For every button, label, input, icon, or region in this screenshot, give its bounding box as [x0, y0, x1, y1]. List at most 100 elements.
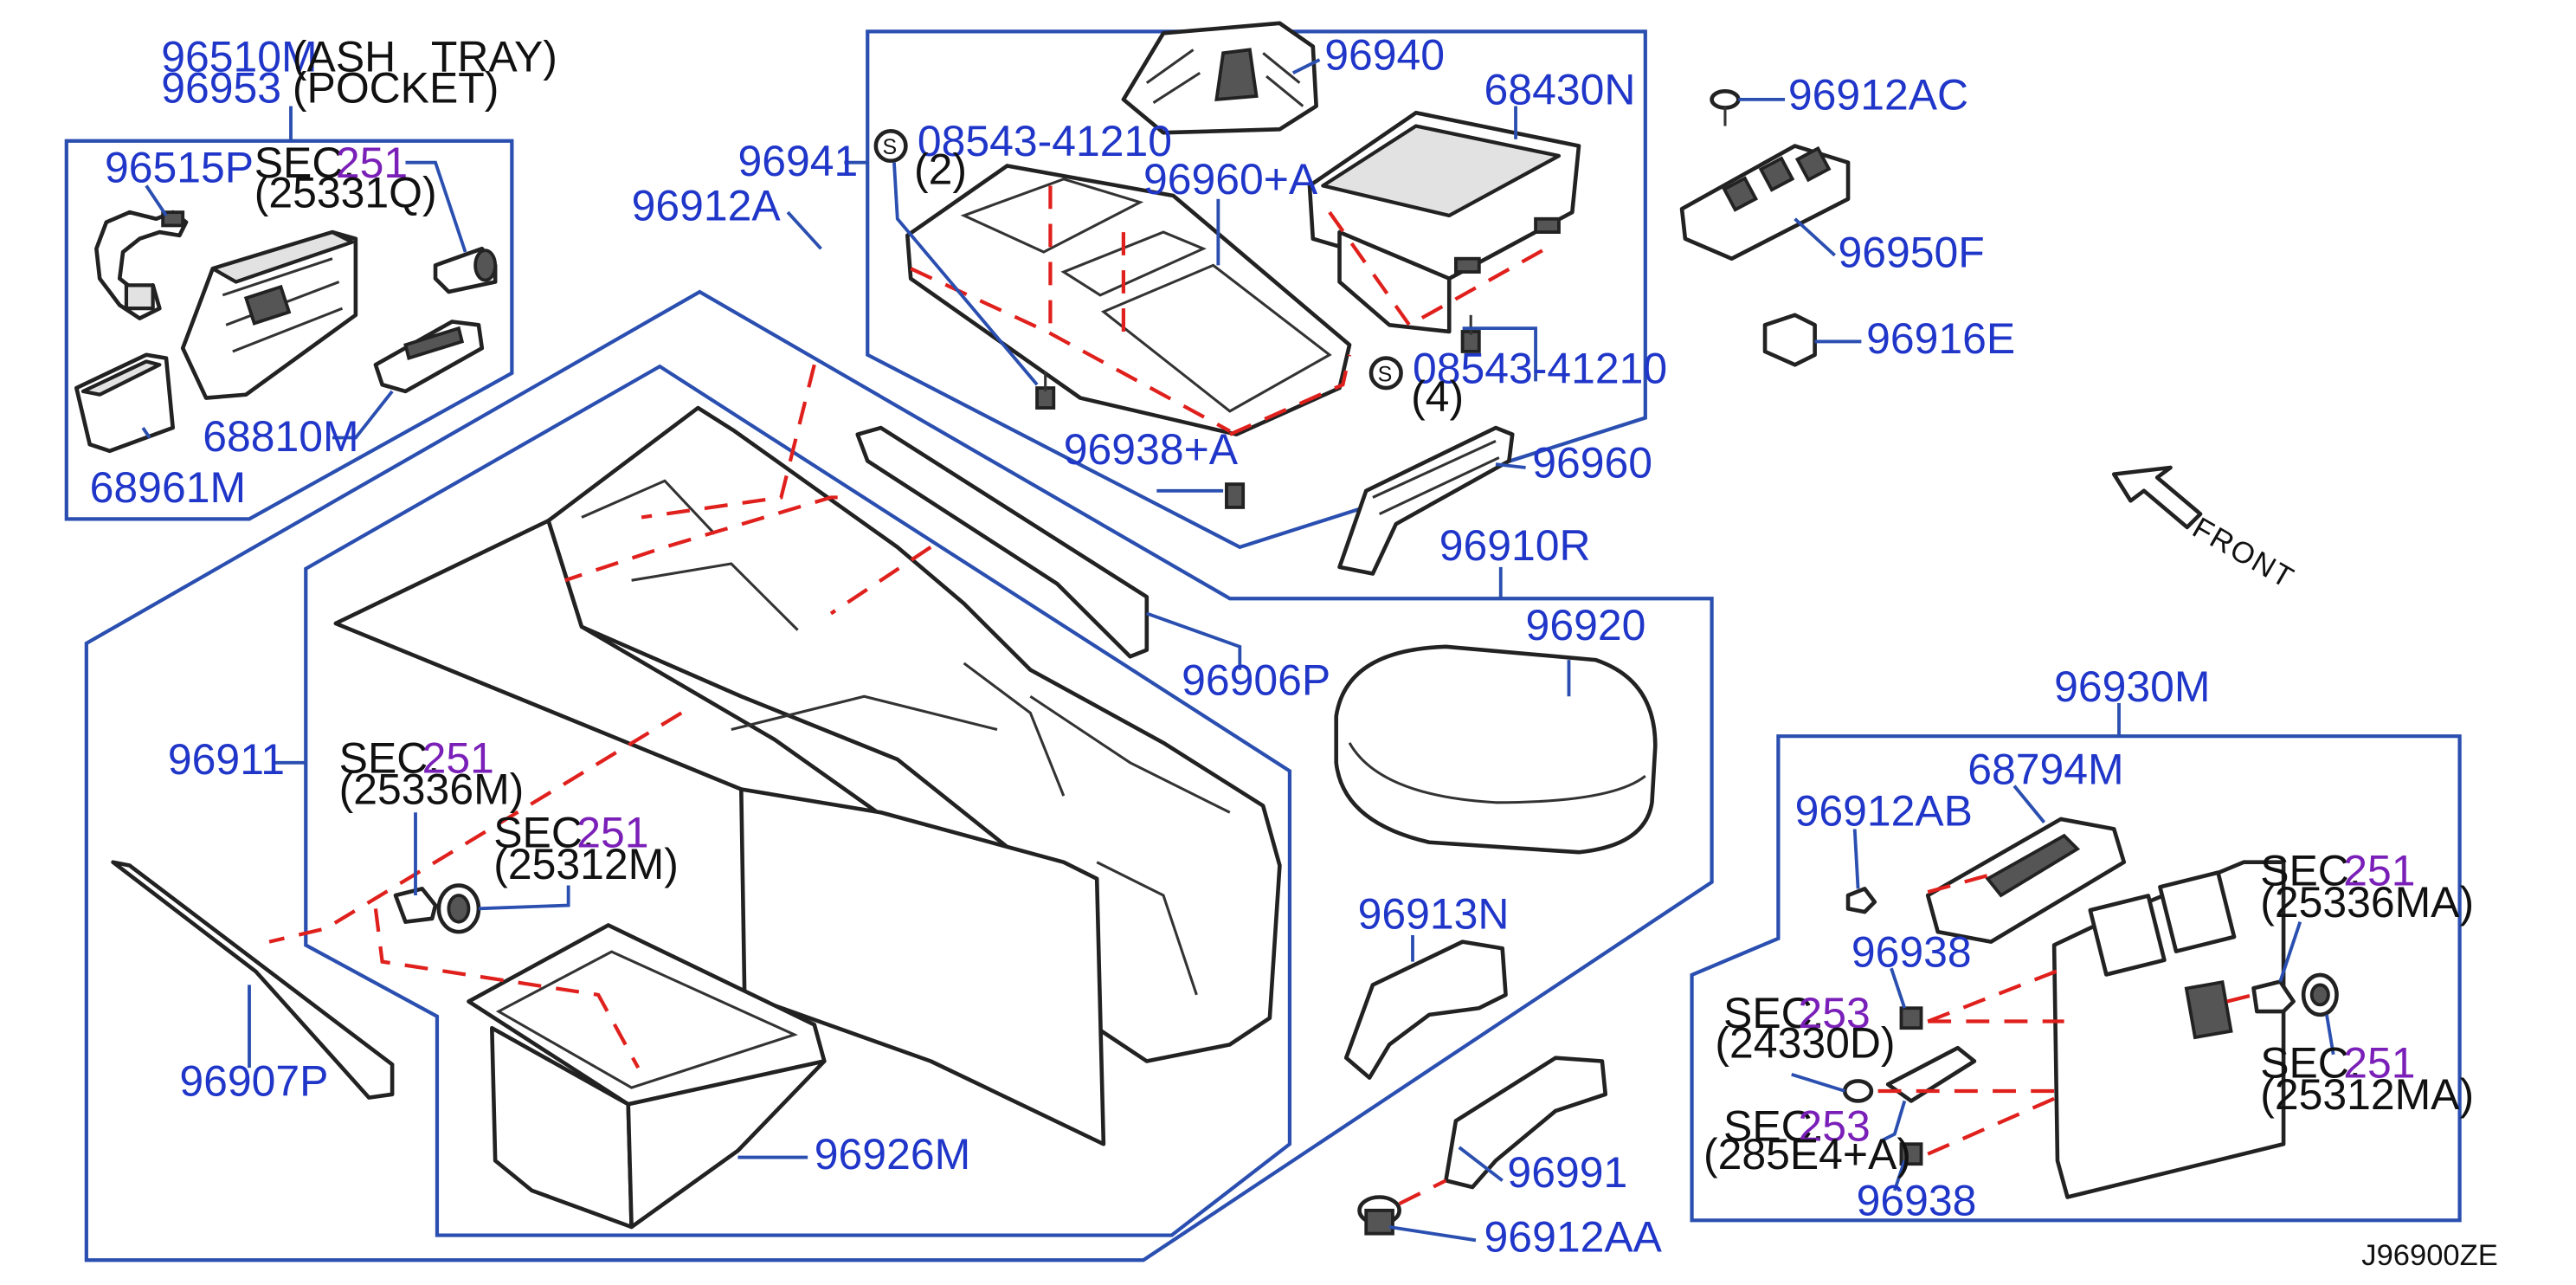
label-sec-d: SEC.: [1723, 989, 1825, 1037]
shift-panel-illustrations: [905, 21, 1581, 509]
clip-96916e: [1762, 313, 1817, 367]
clip-96938a: [1225, 482, 1246, 509]
ashtray-insert-68810m: [373, 320, 485, 394]
label-sec-c-ref: (25312M): [493, 840, 679, 888]
storage-bin-96926m: [467, 923, 827, 1230]
plug-24330d: [1842, 1079, 1874, 1103]
label-sec-d-num: 253: [1798, 989, 1870, 1037]
label-sec-b-num: 251: [422, 733, 494, 782]
label-96926m: 96926M: [815, 1130, 970, 1178]
label-sec-a-num: 251: [336, 139, 408, 187]
label-96920: 96920: [1526, 601, 1646, 649]
label-sec-d-ref: (24330D): [1715, 1019, 1895, 1068]
frame-rear-panel-group: [1690, 734, 2462, 1223]
label-sec-e-ref: (285E4+A): [1703, 1130, 1911, 1178]
label-96912ab: 96912AB: [1795, 787, 1973, 836]
label-96950f: 96950F: [1839, 228, 1985, 276]
side-trim-96907p: [111, 860, 395, 1100]
clip-96912ab: [1845, 887, 1877, 914]
label-sec-a: SEC.: [254, 139, 356, 187]
clip-96938-bottom: [1899, 1142, 1923, 1166]
socket-25312ma: [2301, 972, 2339, 1017]
label-sec-f: SEC.: [2260, 847, 2361, 895]
bracket-96913n: [1343, 940, 1508, 1080]
label-96953: 96953: [161, 64, 281, 113]
front-arrow-icon: [2111, 465, 2203, 530]
label-front: FRONT: [2187, 512, 2300, 596]
frame-console-outer: [84, 289, 1714, 1262]
leader-lines: [141, 58, 2335, 1243]
label-96910r: 96910R: [1439, 521, 1591, 570]
label-96912ac: 96912AC: [1788, 70, 1968, 119]
rear-panel-illustrations: [1842, 817, 2339, 1199]
s-badge-top: [873, 128, 908, 164]
label-08543-bottom: 08543-41210: [1413, 344, 1667, 392]
trim-strip-96906p: [855, 425, 1150, 659]
label-sec-g-num: 251: [2343, 1039, 2415, 1088]
label-96912aa: 96912AA: [1484, 1213, 1663, 1262]
bracket-96960: [1337, 425, 1515, 576]
label-qty-top: (2): [914, 145, 967, 194]
label-96930m: 96930M: [2054, 662, 2210, 711]
label-96916e: 96916E: [1866, 314, 2015, 363]
lighter-socket: [433, 246, 498, 294]
label-sec-c: SEC.: [493, 809, 595, 857]
label-sec-c-num: 251: [576, 809, 648, 857]
label-s-top: S: [883, 135, 898, 159]
screw-96912ac: [1710, 89, 1741, 126]
frame-ashtray-group: [64, 139, 514, 521]
label-sec-f-num: 251: [2343, 847, 2415, 895]
bracket-96991: [1444, 1056, 1608, 1190]
label-sec-f-ref: (25336MA): [2260, 878, 2474, 927]
label-sec-e: SEC.: [1723, 1101, 1825, 1150]
label-96941: 96941: [737, 137, 858, 185]
label-68810m: 68810M: [203, 412, 358, 461]
harness-96515p: [94, 210, 189, 320]
armrest-illustrations: [1334, 644, 1658, 1236]
connector-285e4a: [1885, 1045, 1977, 1103]
socket-25312m: [436, 883, 481, 934]
label-96510m-desc: (ASH TRAY): [293, 32, 557, 81]
label-96960a: 96960+A: [1143, 155, 1318, 203]
ashtray-housing: [180, 229, 358, 400]
label-96938-top: 96938: [1852, 927, 1972, 976]
label-96906p: 96906P: [1182, 655, 1330, 704]
label-96515p: 96515P: [105, 144, 254, 192]
label-96940: 96940: [1324, 30, 1445, 79]
lighter-25336m: [393, 887, 438, 924]
label-96907p: 96907P: [179, 1057, 328, 1106]
label-96912a: 96912A: [632, 182, 782, 230]
diagram-code: J96900ZE: [2361, 1239, 2497, 1272]
label-96913n: 96913N: [1358, 889, 1510, 938]
label-96960: 96960: [1532, 439, 1652, 488]
group-frames: [64, 29, 2462, 1262]
pocket-68961m: [74, 352, 175, 454]
switch-panel-96950f: [1679, 144, 1851, 262]
bolt-96912aa: [1357, 1195, 1401, 1236]
label-sec-b-ref: (25336M): [339, 765, 525, 814]
console-body-illustrations: [111, 364, 1282, 1230]
labels: 96510M (ASH TRAY) 96953 (POCKET) 96515P …: [90, 30, 2498, 1272]
label-68794m: 68794M: [1967, 746, 2123, 794]
lighter-25336ma: [2251, 979, 2296, 1014]
screw-bottom-left: [1035, 371, 1056, 410]
label-sec-a-ref: (25331Q): [254, 168, 437, 216]
label-96991: 96991: [1507, 1148, 1627, 1197]
frame-console-inner: [304, 364, 1292, 1237]
label-qty-bottom: (4): [1411, 372, 1464, 421]
label-96938-bottom: 96938: [1857, 1177, 1977, 1225]
label-sec-g: SEC.: [2260, 1039, 2361, 1088]
label-68430n: 68430N: [1484, 66, 1636, 114]
label-68961m: 68961M: [90, 463, 246, 512]
vent-68794m: [1925, 817, 2127, 944]
label-sec-g-ref: (25312MA): [2260, 1070, 2474, 1119]
ashtray-group-illustrations: [74, 210, 498, 454]
s-badge-bottom: [1368, 356, 1403, 391]
label-96953-desc: (POCKET): [293, 64, 499, 113]
label-96911: 96911: [168, 735, 285, 784]
label-96510m: 96510M: [161, 32, 317, 81]
clip-96938-top: [1899, 1006, 1923, 1030]
label-sec-e-num: 253: [1798, 1101, 1870, 1150]
armrest-96920: [1334, 644, 1658, 855]
